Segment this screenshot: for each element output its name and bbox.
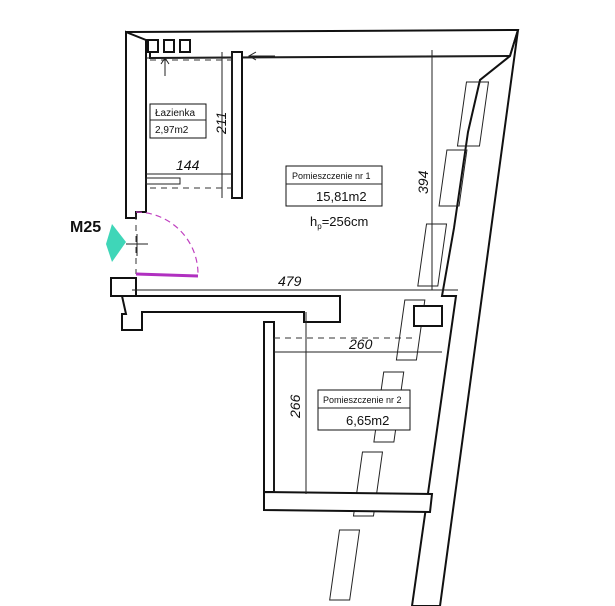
dim-room2-width: 260 xyxy=(348,336,373,352)
room1-name: Pomieszczenie nr 1 xyxy=(292,171,371,181)
room1-label-box: Pomieszczenie nr 1 15,81m2 hp=256cm xyxy=(285,165,383,231)
bathroom-name: Łazienka xyxy=(155,108,195,119)
marker-label: M25 xyxy=(70,219,101,236)
dim-bathroom-width: 144 xyxy=(176,157,200,173)
dim-room1-width: 479 xyxy=(278,273,302,289)
dimension-lines xyxy=(132,50,458,494)
marker-arrow-icon xyxy=(106,224,126,262)
room2-name: Pomieszczenie nr 2 xyxy=(323,395,402,405)
room1-walls xyxy=(110,28,520,331)
bathroom-area: 2,97m2 xyxy=(155,125,189,136)
room2-label-box: Pomieszczenie nr 2 6,65m2 xyxy=(317,389,411,431)
room2-walls xyxy=(263,321,434,514)
room2-area: 6,65m2 xyxy=(346,413,389,428)
dim-room2-height: 266 xyxy=(287,394,303,419)
room1-area: 15,81m2 xyxy=(316,189,367,204)
door-leaf xyxy=(135,272,199,278)
right-exterior-wall xyxy=(329,29,519,606)
dim-bathroom-height: 211 xyxy=(213,112,229,135)
room1-ceiling-height: hp=256cm xyxy=(310,214,368,231)
dim-room1-height: 394 xyxy=(415,170,431,194)
door-swing xyxy=(126,211,199,278)
bathroom-label-box: Łazienka 2,97m2 xyxy=(149,103,207,139)
